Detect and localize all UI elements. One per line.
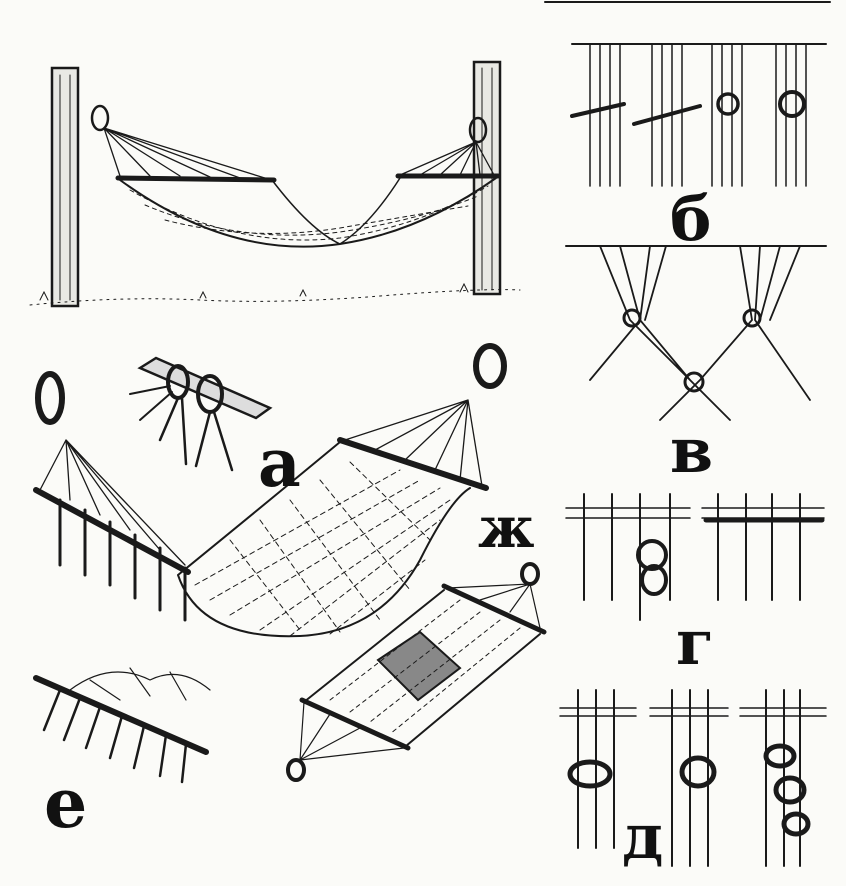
knot-diagram-v bbox=[565, 245, 827, 421]
hammock-between-posts bbox=[29, 60, 521, 308]
large-hammock bbox=[33, 343, 507, 638]
label-e: е bbox=[44, 764, 88, 844]
label-v: в bbox=[670, 414, 714, 487]
knot-diagram-d bbox=[559, 689, 827, 867]
label-zh: ж bbox=[478, 495, 535, 561]
label-d: д bbox=[622, 800, 664, 873]
knot-diagram-b bbox=[570, 43, 827, 187]
label-g: г bbox=[676, 606, 714, 679]
knot-diagram-g bbox=[565, 493, 825, 621]
bar-with-fringe bbox=[33, 667, 211, 784]
label-b: б bbox=[670, 182, 712, 255]
label-a: а bbox=[258, 424, 301, 502]
small-hammock-diamond bbox=[286, 562, 547, 782]
bar-with-knots bbox=[129, 356, 273, 472]
